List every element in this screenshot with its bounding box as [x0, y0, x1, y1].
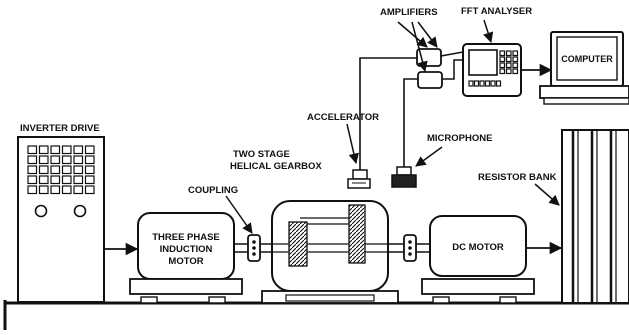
coupling-1 — [234, 234, 272, 262]
fft-key — [499, 62, 506, 69]
inverter-key — [61, 165, 72, 175]
inverter-key — [84, 185, 95, 195]
inverter-key — [61, 185, 72, 195]
computer-base — [539, 85, 629, 99]
inverter-dial-left — [34, 204, 48, 218]
fft-function-key — [495, 80, 502, 87]
gear-output — [348, 204, 366, 264]
inverter-key — [84, 175, 95, 185]
computer-label: COMPUTER — [561, 54, 613, 64]
fft-function-key — [468, 80, 474, 87]
fft-function-key — [484, 80, 491, 87]
inverter-key — [27, 165, 38, 175]
induction-motor — [129, 212, 243, 304]
inverter-key — [38, 185, 49, 195]
resistor-bank-pointer — [534, 183, 560, 206]
inverter-key — [50, 185, 61, 195]
coupling-label: COUPLING — [188, 185, 238, 196]
resistor-bank-label: RESISTOR BANK — [478, 172, 557, 183]
microphone-sensor — [391, 78, 418, 188]
inverter-key — [61, 145, 72, 155]
inverter-key — [27, 175, 38, 185]
fft-screen — [468, 49, 498, 76]
fft-function-keys — [468, 80, 502, 87]
inverter-drive — [17, 136, 105, 303]
accelerator-label: ACCELERATOR — [307, 112, 379, 123]
fft-key — [505, 68, 512, 75]
coupling-pointer — [225, 195, 253, 234]
amplifiers-label: AMPLIFIERS — [380, 7, 438, 18]
inverter-key — [73, 185, 84, 195]
motor-base — [129, 278, 243, 295]
inverter-key — [84, 145, 95, 155]
fft-key — [512, 56, 519, 63]
gearbox — [261, 200, 399, 304]
coupling-2 — [388, 234, 430, 262]
gearbox-label-line1: TWO STAGE — [233, 149, 290, 160]
floor — [3, 300, 629, 330]
gear-input — [288, 221, 308, 267]
inverter-key — [38, 155, 49, 165]
inverter-key — [27, 145, 38, 155]
fft-key — [512, 68, 519, 75]
inverter-key — [73, 175, 84, 185]
inverter-key — [50, 175, 61, 185]
fft-key — [505, 56, 512, 63]
computer-screen — [556, 36, 618, 81]
inverter-keypad — [27, 145, 95, 195]
dc-motor-base — [421, 278, 535, 295]
gearbox-label-line2: HELICAL GEARBOX — [230, 161, 322, 172]
fft-function-key — [479, 80, 485, 87]
inverter-key — [61, 175, 72, 185]
amplifiers-pointer-3 — [411, 21, 428, 73]
resistor-bank — [561, 129, 629, 304]
computer-keyboard — [543, 97, 629, 105]
inverter-key — [50, 145, 61, 155]
fft-keypad — [499, 50, 519, 75]
inverter-dial-right — [73, 204, 87, 218]
inverter-key — [27, 155, 38, 165]
amplifiers-pointer-1 — [397, 21, 428, 48]
inverter-key — [38, 175, 49, 185]
fft-key — [499, 56, 506, 63]
amplifiers-pointer-2 — [417, 21, 438, 48]
fft-key — [512, 62, 519, 69]
inverter-key — [84, 155, 95, 165]
inverter-key — [27, 185, 38, 195]
inverter-key — [73, 145, 84, 155]
inverter-key — [50, 155, 61, 165]
inverter-key — [73, 165, 84, 175]
fft-key — [505, 62, 512, 69]
inverter-key — [50, 165, 61, 175]
fft-analyser-pointer — [483, 19, 494, 44]
inverter-key — [38, 145, 49, 155]
microphone-label: MICROPHONE — [427, 133, 492, 144]
amplifier-2 — [417, 71, 443, 89]
fft-analyser-label: FFT ANALYSER — [461, 6, 532, 17]
computer — [539, 31, 629, 105]
fft-function-key — [490, 80, 496, 87]
accelerator-pointer — [346, 123, 359, 165]
inverter-drive-label: INVERTER DRIVE — [20, 123, 100, 134]
fft-key — [499, 50, 506, 57]
motor-label-line3: MOTOR — [168, 256, 203, 267]
inverter-key — [73, 155, 84, 165]
dc-motor-label: DC MOTOR — [452, 242, 504, 253]
motor-label-line1: THREE PHASE — [152, 232, 220, 243]
motor-label-line2: INDUCTION — [160, 244, 213, 255]
fft-key — [512, 50, 519, 57]
inverter-key — [84, 165, 95, 175]
fft-key — [505, 50, 512, 57]
accelerometer-sensor — [347, 57, 417, 189]
microphone-pointer — [415, 146, 443, 167]
fft-analyser — [462, 43, 522, 97]
fft-key — [499, 68, 506, 75]
inverter-key — [38, 165, 49, 175]
dc-motor — [421, 215, 535, 304]
inverter-key — [61, 155, 72, 165]
fft-function-key — [473, 80, 480, 87]
